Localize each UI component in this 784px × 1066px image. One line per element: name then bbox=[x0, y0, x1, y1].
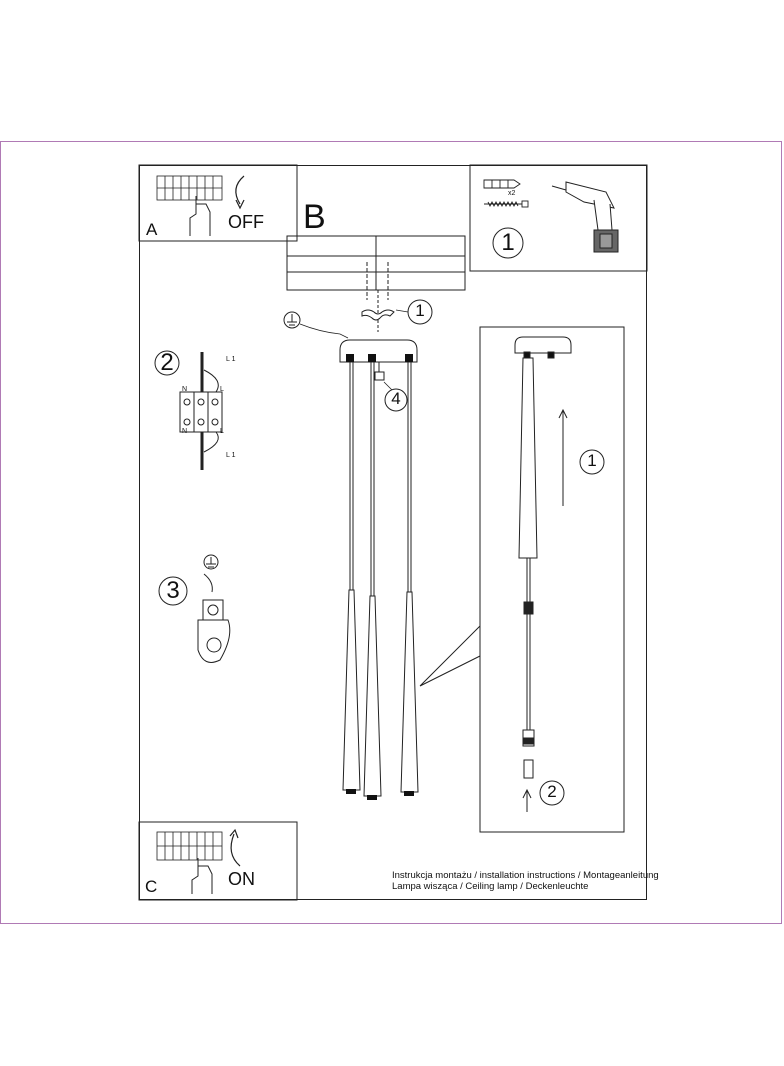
mount-callout: 1 bbox=[415, 301, 425, 320]
detail-frame bbox=[479, 326, 625, 833]
mounting-bracket bbox=[361, 309, 395, 321]
panel-a-letter: A bbox=[146, 220, 158, 239]
drill-icon bbox=[551, 181, 619, 253]
mounting-screws bbox=[366, 262, 389, 332]
wiring-label-n-bottom: N bbox=[182, 428, 188, 435]
wiring-label-l1-top: L 1 bbox=[226, 356, 236, 363]
panel-a-hand-icon bbox=[189, 196, 211, 236]
wiring-label-l-bottom: L bbox=[220, 428, 224, 435]
wiring-diagram bbox=[179, 352, 223, 470]
footer-product: Lampa wisząca / Ceiling lamp / Deckenleu… bbox=[392, 881, 589, 892]
detail-callout-plug: 2 bbox=[547, 782, 557, 801]
panel-a-terminal-icon bbox=[156, 175, 223, 201]
tools-step-number: 1 bbox=[501, 229, 515, 256]
panel-b-letter: B bbox=[303, 198, 326, 236]
ground-step-number: 3 bbox=[166, 577, 180, 604]
screw-icon bbox=[484, 200, 529, 208]
panel-c-letter: C bbox=[145, 877, 158, 896]
tools-panel-frame bbox=[469, 164, 648, 272]
pendant-cables bbox=[349, 362, 412, 596]
dowel-icon bbox=[483, 179, 521, 189]
wiring-step-number: 2 bbox=[160, 349, 174, 376]
wire-callout: 4 bbox=[391, 389, 401, 408]
panel-a-arrow-icon bbox=[235, 175, 245, 205]
wiring-label-l1-bottom: L 1 bbox=[226, 452, 236, 459]
panel-a-frame bbox=[138, 164, 298, 242]
panel-a-switch-label: OFF bbox=[228, 212, 264, 232]
panel-c-frame bbox=[138, 821, 298, 901]
page-frame bbox=[0, 141, 782, 924]
wiring-label-n-top: N bbox=[182, 386, 188, 393]
detail-pointer bbox=[419, 625, 481, 687]
detail-lamp bbox=[514, 336, 572, 779]
dowel-quantity: x2 bbox=[508, 190, 516, 197]
detail-callout-up: 1 bbox=[587, 451, 597, 470]
ceiling-slab bbox=[286, 235, 466, 291]
panel-c-switch-label: ON bbox=[228, 869, 255, 889]
footer-instructions: Instrukcja montażu / installation instru… bbox=[392, 870, 659, 881]
pendant-shades bbox=[342, 589, 419, 797]
ground-terminal bbox=[197, 554, 231, 663]
instruction-sheet bbox=[139, 165, 647, 900]
panel-c-arrow-icon bbox=[230, 833, 241, 867]
ground-icon bbox=[283, 311, 301, 329]
panel-c-hand-icon bbox=[191, 858, 213, 894]
wiring-label-l-top: L bbox=[220, 386, 224, 393]
panel-c-terminal-icon bbox=[156, 831, 223, 861]
canopy bbox=[339, 339, 418, 363]
